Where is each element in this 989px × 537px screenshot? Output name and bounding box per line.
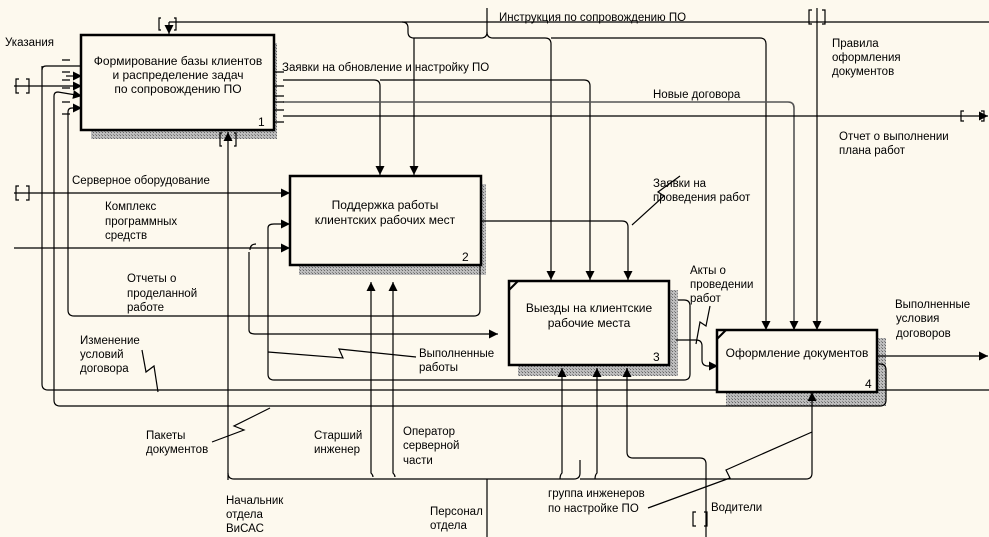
label-operator-3: части <box>403 455 433 467</box>
label-vypolnennye-raboty-2: работы <box>419 362 458 374</box>
box-3-line-2: рабочие места <box>548 316 631 330</box>
box-1-line-2: и распределение задач <box>112 68 243 82</box>
label-kompleks-3: средств <box>105 230 147 242</box>
label-novye-dogovora: Новые договора <box>653 89 741 101</box>
box-2-number: 2 <box>462 250 469 264</box>
arrow-novye-dogovora <box>283 101 799 330</box>
arrow-starshiy <box>366 282 376 478</box>
label-izmenenie-2: условий <box>80 349 124 361</box>
label-starshiy-1: Старший <box>314 430 362 442</box>
label-pravila-3: документов <box>832 66 894 78</box>
label-pakety-1: Пакеты <box>146 430 185 442</box>
label-pakety-2: документов <box>146 444 208 456</box>
label-otchet-plan-2: плана работ <box>839 145 906 157</box>
label-zayavki-obnovlenie: Заявки на обновление и настройку ПО <box>282 62 489 74</box>
label-voditeli: Водители <box>711 502 762 514</box>
label-starshiy-2: инженер <box>314 444 360 456</box>
label-gruppa-2: по настройке ПО <box>548 503 639 515</box>
label-akty-3: работ <box>690 293 722 305</box>
label-operator-1: Оператор <box>403 426 455 438</box>
arrow-otchety <box>249 243 257 251</box>
label-vypolnennye-raboty-1: Выполненные <box>419 348 494 360</box>
box-3-line-1: Выезды на клиентские <box>526 301 653 315</box>
box-1[interactable]: Формирование базы клиентов и распределен… <box>79 33 276 132</box>
label-ukazaniya: Указания <box>5 37 54 49</box>
box-3-number: 3 <box>653 350 660 364</box>
label-otchety-3: работе <box>127 302 164 314</box>
label-akty-1: Акты о <box>690 265 726 277</box>
label-nachalnik-3: ВиСАС <box>226 523 264 535</box>
label-personal-1: Персонал <box>430 506 483 518</box>
label-zayavki-provedenie-1: Заявки на <box>653 178 707 190</box>
box-2-line-1: Поддержка работы <box>332 198 439 212</box>
box-4[interactable]: Оформление документов 4 <box>715 328 879 394</box>
label-izmenenie-3: договора <box>80 363 129 375</box>
box-4-line-1: Оформление документов <box>726 346 869 360</box>
box-2-line-2: клиентских рабочих мест <box>315 213 456 227</box>
label-kompleks-2: программных <box>105 216 177 228</box>
arrows <box>14 8 989 537</box>
label-zayavki-provedenie-2: проведения работ <box>653 192 751 204</box>
box-4-number: 4 <box>865 377 872 391</box>
label-vypolnennye-usloviya-3: договоров <box>896 328 951 340</box>
label-otchety-1: Отчеты о <box>127 273 176 285</box>
label-otchety-2: проделанной <box>127 288 197 300</box>
label-gruppa-1: группа инженеров <box>548 488 645 500</box>
arrow-instrukciya <box>486 8 556 280</box>
label-pravila-1: Правила <box>832 38 879 50</box>
label-nachalnik-1: Начальник <box>226 495 284 507</box>
label-vypolnennye-usloviya-2: условия <box>896 313 939 325</box>
label-pravila-2: оформления <box>832 52 901 64</box>
arrow-labels: Указания Инструкция по сопровождению ПО … <box>5 12 970 535</box>
label-nachalnik-2: отдела <box>226 509 263 521</box>
label-izmenenie-1: Изменение <box>80 335 140 347</box>
label-akty-2: проведении <box>690 279 753 291</box>
box-1-number: 1 <box>258 115 265 129</box>
arrow-operator <box>388 282 398 478</box>
box-3[interactable]: Выезды на клиентские рабочие места 3 <box>507 279 671 367</box>
box-1-line-1: Формирование базы клиентов <box>94 54 262 68</box>
label-instrukciya: Инструкция по сопровождению ПО <box>499 12 686 24</box>
label-operator-2: серверной <box>403 440 459 452</box>
label-kompleks-1: Комплекс <box>105 201 156 213</box>
box-2[interactable]: Поддержка работы клиентских рабочих мест… <box>288 174 483 267</box>
arrow-akty <box>676 339 718 371</box>
box-1-line-3: по сопровождению ПО <box>114 82 241 96</box>
arrow-zayavki-provedenie <box>482 220 633 280</box>
label-personal-2: отдела <box>430 520 467 532</box>
arrow-loop-1 <box>41 65 82 71</box>
label-otchet-plan-1: Отчет о выполнении <box>839 131 949 143</box>
label-vypolnennye-usloviya-1: Выполненные <box>895 299 970 311</box>
label-servernoe: Серверное оборудование <box>72 175 210 187</box>
arrow-zayavki-obnovlenie <box>283 79 385 175</box>
